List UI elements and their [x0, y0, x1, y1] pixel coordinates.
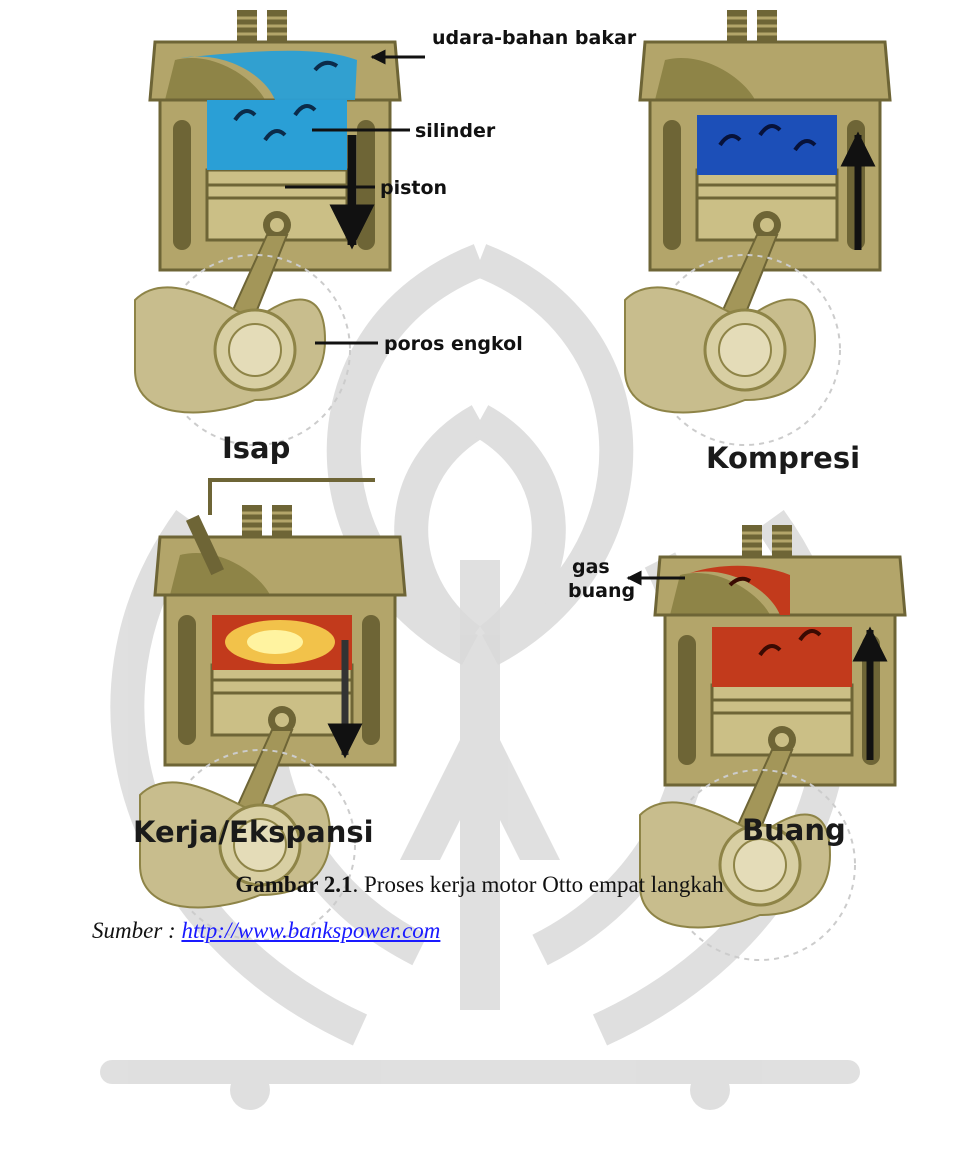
source-prefix: Sumber :: [92, 918, 181, 943]
label-crankshaft: poros engkol: [384, 333, 523, 355]
figure-caption: Gambar 2.1. Proses kerja motor Otto empa…: [0, 872, 959, 898]
power-stage-engine: [140, 480, 405, 940]
label-exhaust-gas-line2: buang: [568, 580, 635, 602]
label-piston: piston: [380, 177, 447, 199]
stage-label-intake: Isap: [222, 431, 290, 465]
stage-label-exhaust: Buang: [742, 813, 846, 847]
stage-label-compression: Kompresi: [706, 441, 860, 475]
figure-source: Sumber : http://www.bankspower.com: [92, 918, 440, 944]
label-fuel-air: udara-bahan bakar: [432, 27, 637, 49]
intake-stage-engine: [135, 10, 400, 445]
source-link[interactable]: http://www.bankspower.com: [181, 918, 440, 943]
caption-text: . Proses kerja motor Otto empat langkah: [353, 872, 724, 897]
compression-stage-engine: [625, 10, 890, 445]
label-exhaust-gas-line1: gas: [572, 556, 610, 578]
caption-label: Gambar 2.1: [235, 872, 352, 897]
label-cylinder: silinder: [415, 120, 496, 142]
stage-label-power: Kerja/Ekspansi: [133, 815, 374, 849]
